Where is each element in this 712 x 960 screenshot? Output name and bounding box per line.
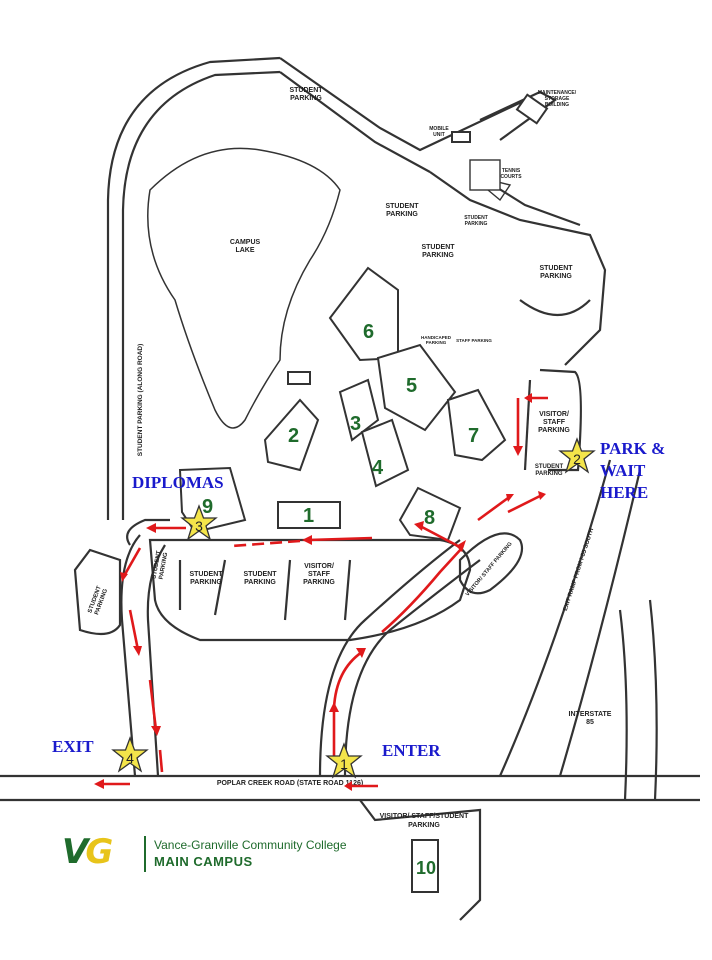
arrowhead	[329, 702, 339, 712]
arrowhead	[456, 540, 466, 552]
arrowhead	[344, 781, 352, 791]
building-number-7: 7	[468, 425, 479, 447]
building-2	[263, 398, 320, 472]
tennis-courts	[469, 159, 501, 191]
building-10	[411, 839, 439, 893]
roads	[0, 56, 700, 921]
building-7	[446, 388, 507, 462]
building-number-5: 5	[406, 375, 417, 397]
label-student-parking-lot-a: STUDENTPARKING	[152, 550, 170, 580]
building-4	[360, 418, 410, 488]
building-numbers: 6 5 3 4 2 7 8 1 9 10	[202, 321, 479, 878]
gazebo	[287, 371, 311, 385]
route-lot-dash-segment	[231, 539, 301, 548]
route-left-down-d	[158, 749, 164, 773]
building-1	[277, 501, 341, 529]
route-arrows	[94, 393, 548, 791]
arrowhead	[513, 446, 523, 456]
logo-divider	[144, 836, 146, 872]
building-number-6: 6	[363, 321, 374, 343]
star-1: 1	[325, 742, 363, 779]
arrowhead	[133, 646, 142, 656]
label-student-parking-left: STUDENTPARKING	[87, 585, 109, 616]
annotation-diplomas: DIPLOMAS	[132, 473, 224, 492]
label-student-parking-along-road: STUDENT PARKING (ALONG ROAD)	[137, 344, 144, 457]
mobile-unit	[451, 131, 471, 143]
annotation-exit: EXIT	[52, 737, 94, 756]
logo-campus-name: MAIN CAMPUS	[154, 854, 253, 869]
star-number-2: 2	[573, 451, 581, 467]
building-number-1: 1	[303, 505, 314, 527]
arrow-heads	[94, 393, 546, 791]
annotation-enter: ENTER	[382, 741, 441, 760]
route-left-down-a	[122, 547, 142, 577]
logo-college-name: Vance-Granville Community College	[154, 838, 347, 852]
route-to-lot-segment	[507, 494, 541, 514]
arrowhead	[120, 572, 128, 582]
route-ramp-segment	[381, 547, 463, 633]
buildings	[178, 93, 549, 893]
logo-mark: VG	[62, 832, 113, 872]
arrowhead	[302, 535, 312, 545]
building-6	[328, 266, 399, 362]
arrowhead	[524, 393, 532, 403]
star-2: 2	[558, 437, 596, 474]
arrowhead	[356, 648, 366, 658]
route-lot-left-segment	[307, 536, 373, 542]
label-poplar-creek-road: POPLAR CREEK ROAD (STATE ROAD 1126)	[217, 780, 363, 787]
college-logo: VG Vance-Granville Community College MAI…	[62, 832, 362, 876]
arrowhead	[146, 523, 156, 533]
star-number-1: 1	[340, 756, 348, 772]
star-3: 3	[180, 504, 218, 541]
arrowhead	[94, 779, 104, 789]
building-8	[398, 486, 462, 542]
maintenance-building	[515, 93, 549, 125]
building-number-8: 8	[424, 507, 435, 529]
route-up-segment	[332, 650, 363, 756]
label-exit-ramp: EXIT RAMP FROM I-85 SOUTH	[563, 528, 595, 612]
route-left-down-b	[128, 609, 140, 651]
route-left-down-c	[148, 679, 158, 731]
star-number-4: 4	[126, 750, 134, 766]
star-4: 4	[111, 736, 149, 773]
building-number-3: 3	[350, 413, 361, 435]
route-stars: 1 2 3 4	[111, 437, 596, 779]
building-number-9: 9	[202, 496, 213, 518]
arrowhead	[151, 726, 161, 736]
arrowhead	[506, 494, 514, 502]
arrowhead	[414, 521, 424, 531]
star-number-3: 3	[195, 518, 203, 534]
building-number-2: 2	[288, 425, 299, 447]
label-staff-parking: STAFF PARKING	[456, 338, 492, 343]
route-diag-segment	[477, 496, 509, 522]
arrowhead	[538, 491, 546, 500]
route-back-segment	[419, 524, 459, 548]
building-5	[376, 343, 457, 432]
building-number-10: 10	[416, 858, 436, 878]
building-3	[338, 378, 380, 442]
building-number-4: 4	[372, 457, 384, 479]
